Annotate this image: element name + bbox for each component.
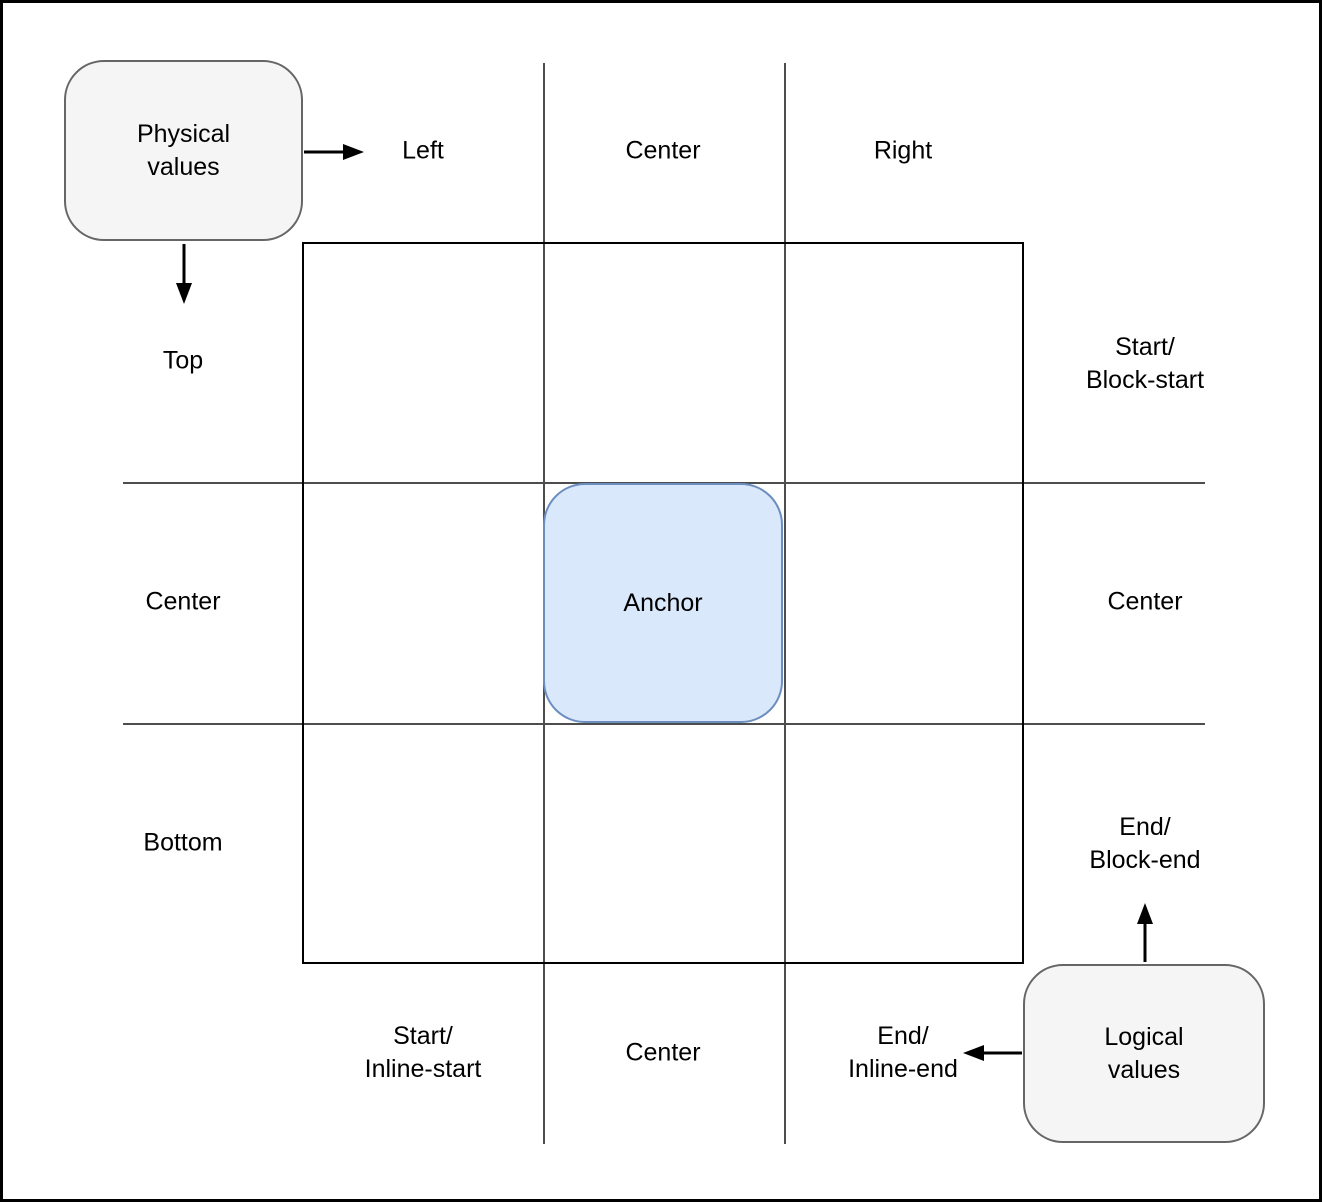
logical-left-arrow-icon (963, 1045, 1022, 1061)
label-top-center: Center (625, 136, 701, 165)
label-start-block-start: Start/ Block-start (1085, 333, 1205, 394)
label-end-inline-end: End/ Inline-end (848, 1022, 958, 1083)
anchor-box: Anchor (543, 483, 783, 723)
label-start-inline-start: Start/ Inline-start (364, 1022, 482, 1083)
label-bottom: Bottom (143, 828, 223, 857)
physical-values-box: Physical values (64, 60, 303, 241)
logical-values-box: Logical values (1023, 964, 1265, 1143)
label-left-center: Center (145, 587, 221, 616)
anchor-label: Anchor (623, 588, 703, 617)
label-left: Left (402, 136, 444, 165)
logical-up-arrow-icon (1137, 903, 1153, 962)
label-bottom-center: Center (625, 1038, 701, 1067)
label-top: Top (162, 346, 204, 375)
physical-down-arrow-icon (176, 244, 192, 304)
label-end-block-end: End/ Block-end (1089, 813, 1201, 874)
label-right-center: Center (1107, 587, 1183, 616)
physical-right-arrow-icon (304, 144, 364, 160)
label-right: Right (873, 136, 933, 165)
physical-values-label: Physical values (136, 119, 231, 181)
logical-values-label: Logical values (1104, 1022, 1184, 1084)
